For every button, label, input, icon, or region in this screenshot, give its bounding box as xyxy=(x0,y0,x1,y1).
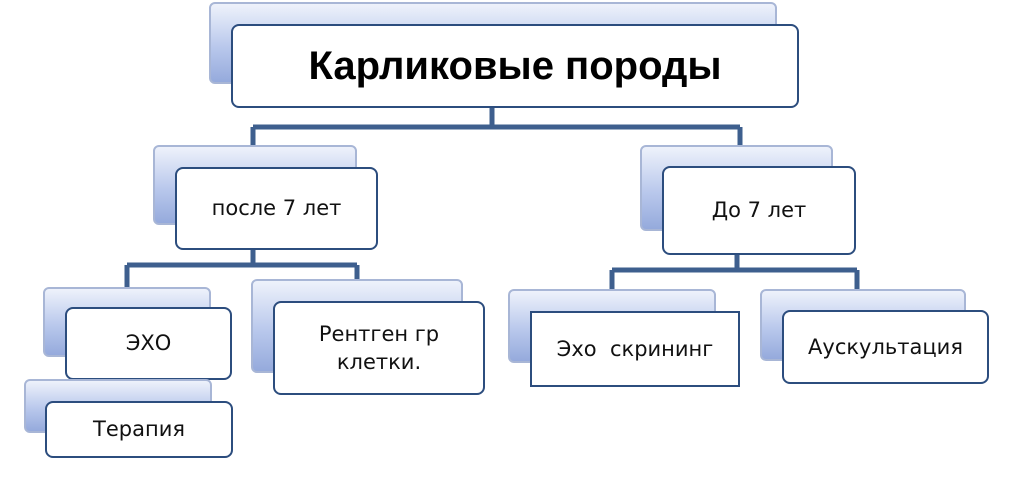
xray-node: Рентген гр клетки. xyxy=(273,301,485,395)
branch-before-7-node: До 7 лет xyxy=(662,166,856,255)
xray-label: Рентген гр клетки. xyxy=(318,321,440,374)
branch-before-7-label: До 7 лет xyxy=(711,198,807,223)
screening-label: Эхо скрининг xyxy=(556,336,714,361)
root-label: Карликовые породы xyxy=(308,43,722,88)
auscultation-node: Аускультация xyxy=(782,310,989,384)
echo-node: ЭХО xyxy=(65,307,232,380)
auscultation-label: Аускультация xyxy=(808,334,963,359)
therapy-node: Терапия xyxy=(45,401,233,458)
screening-node: Эхо скрининг xyxy=(530,311,740,387)
echo-label: ЭХО xyxy=(125,331,172,356)
branch-after-7-label: после 7 лет xyxy=(211,196,342,221)
therapy-label: Терапия xyxy=(93,417,185,442)
branch-after-7-node: после 7 лет xyxy=(175,167,378,250)
root-node: Карликовые породы xyxy=(231,24,799,108)
